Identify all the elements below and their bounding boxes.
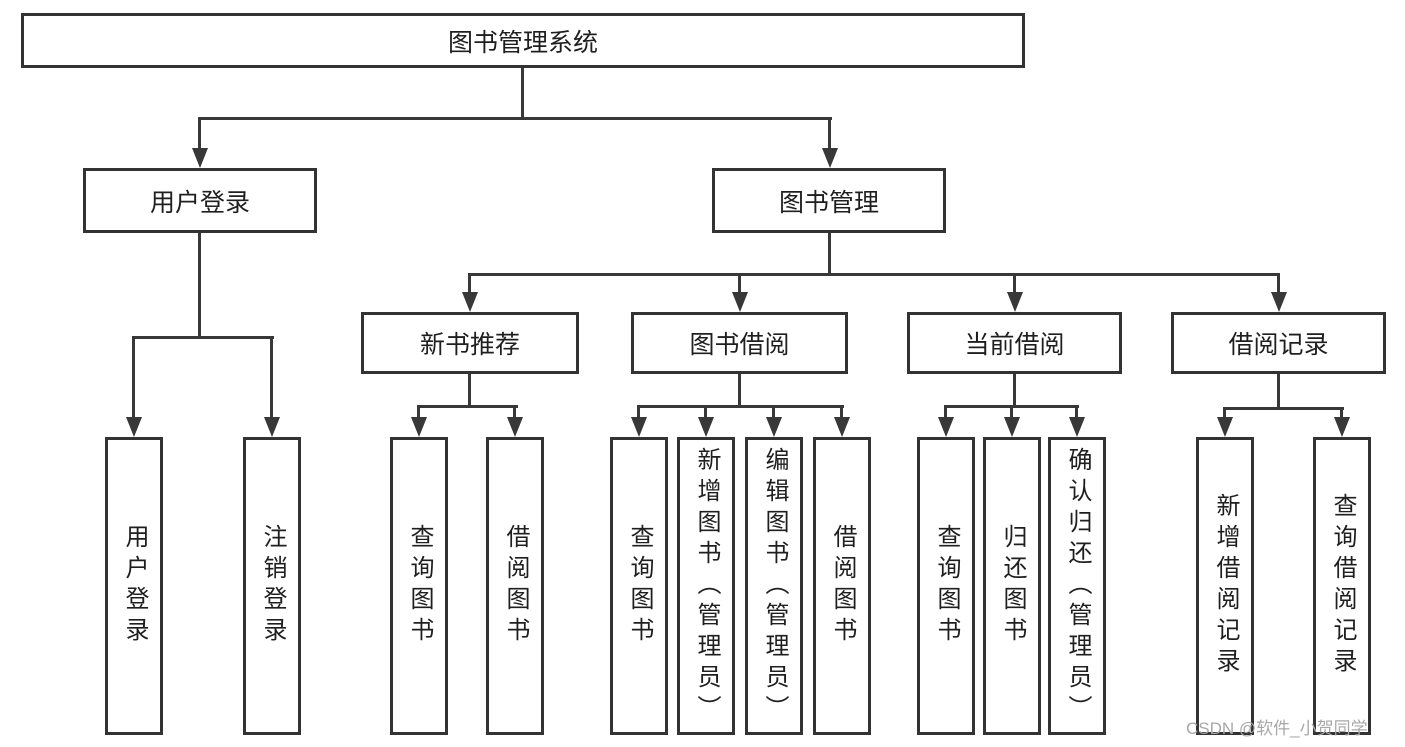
node-book-management: 图书管理 [712, 168, 946, 233]
leaf-add-books-admin: 新增图书（管理员） [677, 437, 735, 735]
node-label: 图书管理 [778, 188, 879, 217]
tree-line [1010, 405, 1013, 419]
arrowhead-down [698, 417, 714, 437]
tree-line [1277, 374, 1280, 410]
leaf-return-books: 归还图书 [983, 437, 1041, 735]
tree-line [1223, 407, 1344, 410]
tree-line [1013, 374, 1016, 408]
tree-line [828, 117, 831, 150]
arrowhead-down [834, 417, 850, 437]
node-label: 新书推荐 [419, 331, 520, 359]
leaf-query-borrow-record: 查询借阅记录 [1313, 437, 1371, 735]
leaf-label: 编辑图书（管理员） [761, 446, 788, 726]
leaf-add-borrow-record: 新增借阅记录 [1196, 437, 1254, 735]
tree-line [270, 336, 273, 419]
leaf-confirm-return-admin: 确认归还（管理员） [1048, 437, 1106, 735]
tree-line [1223, 407, 1226, 419]
tree-line [840, 405, 843, 419]
node-label: 当前借阅 [964, 331, 1065, 359]
arrowhead-down [411, 417, 427, 437]
leaf-query-books-3: 查询图书 [917, 437, 975, 735]
tree-line [417, 405, 518, 408]
node-user-login: 用户登录 [83, 168, 317, 233]
csdn-watermark: CSDN @软件_小贺同学 [1186, 719, 1368, 738]
leaf-query-books-1: 查询图书 [390, 437, 448, 735]
tree-line [738, 273, 741, 294]
tree-line [198, 117, 832, 120]
tree-line [1013, 273, 1016, 294]
arrowhead-down [192, 148, 208, 168]
leaf-label: 新增图书（管理员） [693, 446, 720, 726]
arrowhead-down [766, 417, 782, 437]
arrowhead-down [1334, 417, 1350, 437]
tree-line [828, 233, 831, 276]
node-label: 借阅记录 [1228, 331, 1329, 359]
arrowhead-down [126, 417, 142, 437]
node-label: 用户登录 [149, 188, 250, 217]
leaf-label: 用户登录 [121, 524, 148, 648]
tree-line [468, 273, 1280, 276]
tree-line [1075, 405, 1078, 419]
leaf-logout: 注销登录 [243, 437, 301, 735]
node-label: 图书借阅 [689, 331, 790, 359]
leaf-label: 查询图书 [626, 524, 653, 648]
tree-line [704, 405, 707, 419]
tree-line [198, 233, 201, 339]
arrowhead-down [462, 292, 478, 312]
tree-line [944, 405, 947, 419]
node-borrow-records: 借阅记录 [1171, 312, 1386, 374]
leaf-label: 查询图书 [406, 524, 433, 648]
tree-line [417, 405, 420, 419]
tree-line [132, 336, 274, 339]
tree-line [198, 117, 201, 150]
leaf-label: 借阅图书 [502, 524, 529, 648]
leaf-label: 归还图书 [999, 524, 1026, 648]
arrowhead-down [1217, 417, 1233, 437]
arrowhead-down [264, 417, 280, 437]
arrowhead-down [1271, 292, 1287, 312]
arrowhead-down [938, 417, 954, 437]
leaf-borrow-books-2: 借阅图书 [813, 437, 871, 735]
node-root-label: 图书管理系统 [447, 28, 598, 57]
leaf-label: 借阅图书 [829, 524, 856, 648]
tree-line [1277, 273, 1280, 294]
tree-line [772, 405, 775, 419]
node-book-borrow: 图书借阅 [631, 312, 848, 374]
arrowhead-down [732, 292, 748, 312]
node-root: 图书管理系统 [21, 13, 1025, 68]
leaf-label: 查询图书 [933, 524, 960, 648]
leaf-label: 查询借阅记录 [1329, 493, 1356, 679]
arrowhead-down [507, 417, 523, 437]
node-new-book-recommend: 新书推荐 [361, 312, 579, 374]
leaf-label: 注销登录 [259, 524, 286, 648]
leaf-borrow-books-1: 借阅图书 [486, 437, 544, 735]
tree-line [513, 405, 516, 419]
tree-line [468, 273, 471, 294]
leaf-label: 确认归还（管理员） [1064, 446, 1091, 726]
tree-line [1340, 407, 1343, 419]
leaf-edit-books-admin: 编辑图书（管理员） [745, 437, 803, 735]
leaf-query-books-2: 查询图书 [610, 437, 668, 735]
arrowhead-down [631, 417, 647, 437]
tree-line [468, 374, 471, 408]
arrowhead-down [1004, 417, 1020, 437]
arrowhead-down [822, 148, 838, 168]
tree-line [637, 405, 844, 408]
leaf-user-login: 用户登录 [105, 437, 163, 735]
tree-line [132, 336, 135, 419]
node-current-borrow: 当前借阅 [907, 312, 1122, 374]
leaf-label: 新增借阅记录 [1212, 493, 1239, 679]
arrowhead-down [1007, 292, 1023, 312]
tree-line [738, 374, 741, 408]
tree-line [637, 405, 640, 419]
tree-line [521, 68, 524, 119]
arrowhead-down [1069, 417, 1085, 437]
